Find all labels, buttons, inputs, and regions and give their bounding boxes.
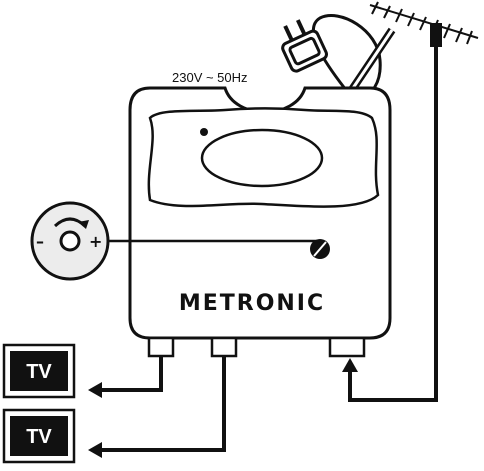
output-cable-1: [102, 356, 163, 392]
dial-plus: +: [89, 232, 102, 251]
antenna-icon: [369, 1, 479, 47]
tv-icon-1: TV: [2, 343, 76, 399]
output-port-2: [210, 336, 238, 358]
cable-arrow-up: [342, 358, 358, 372]
display-window: [200, 128, 324, 188]
output-arrow-2: [88, 442, 102, 458]
output-cable-2: [102, 356, 226, 452]
output-port-1: [147, 336, 175, 358]
input-port: [328, 336, 366, 358]
power-led-icon: [200, 128, 208, 136]
antenna-cable: [348, 46, 438, 402]
dial-knob-icon: [59, 230, 81, 252]
gain-dial: – +: [30, 201, 320, 281]
tv-label-2: TV: [26, 426, 52, 448]
amplifier-housing: [128, 86, 392, 340]
dial-minus: –: [36, 232, 44, 251]
tv-label-1: TV: [26, 361, 52, 383]
voltage-label: 230V ~ 50Hz: [172, 70, 248, 85]
brand-label: METRONIC: [179, 291, 325, 316]
output-arrow-1: [88, 382, 102, 398]
tv-icon-2: TV: [2, 408, 76, 464]
